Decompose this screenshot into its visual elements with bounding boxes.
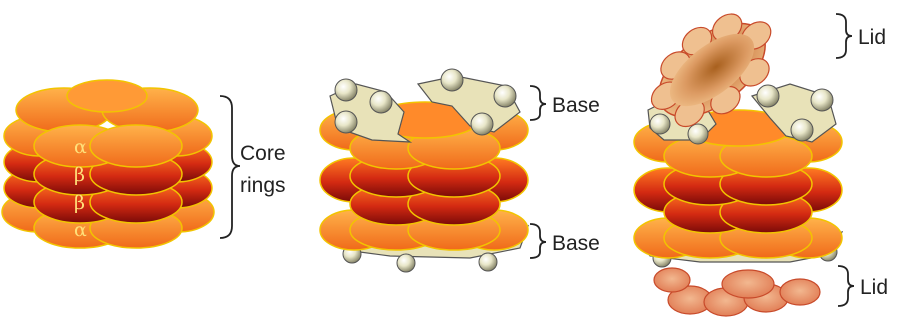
- ring-label-alpha-top: α: [74, 136, 87, 158]
- base-sphere: [650, 114, 670, 134]
- base-sphere: [479, 253, 497, 271]
- bottom-base-label: Base: [552, 232, 600, 255]
- core-with-bases-panel: Base Base: [320, 69, 600, 272]
- base-sphere: [335, 111, 357, 133]
- core-rings-label-line2: rings: [240, 174, 286, 197]
- core-rings-label-line1: Core: [240, 142, 286, 165]
- bottom-lid: [654, 268, 820, 316]
- core-stack: [2, 80, 214, 248]
- core-particle-panel: α β β α Core rings: [2, 80, 286, 248]
- top-base-bracket: [530, 86, 546, 120]
- top-lid-label: Lid: [858, 26, 886, 49]
- top-base-label: Base: [552, 94, 600, 117]
- base-sphere: [370, 91, 392, 113]
- bottom-lid-label: Lid: [860, 276, 888, 299]
- base-sphere: [688, 124, 708, 144]
- base-sphere: [441, 69, 463, 91]
- bottom-lid-bracket: [838, 266, 854, 306]
- base-sphere: [397, 254, 415, 272]
- top-lid-bracket: [836, 14, 852, 58]
- ring-label-beta-upper: β: [74, 164, 85, 186]
- ring-label-alpha-bottom: α: [74, 219, 87, 241]
- base-sphere: [811, 89, 833, 111]
- full-proteasome-panel: Lid Lid: [631, 0, 888, 316]
- core-rings-bracket: [220, 96, 240, 238]
- base-sphere: [791, 119, 813, 141]
- base-sphere: [335, 79, 357, 101]
- base-sphere: [757, 85, 779, 107]
- bottom-base-bracket: [530, 224, 546, 258]
- ring-label-beta-lower: β: [74, 192, 85, 214]
- base-sphere: [471, 113, 493, 135]
- base-sphere: [494, 85, 516, 107]
